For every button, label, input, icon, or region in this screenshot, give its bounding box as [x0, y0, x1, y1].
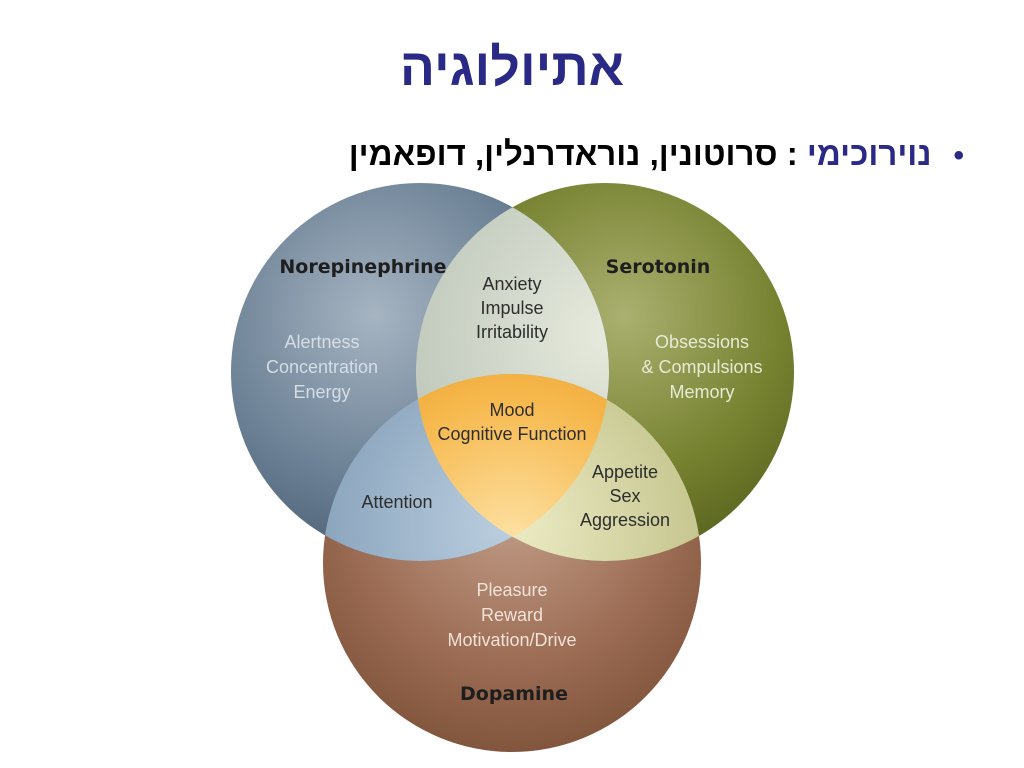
bullet-text: סרוטונין, נוראדרנלין, דופאמין — [348, 135, 778, 172]
norepinephrine-item: Energy — [293, 382, 350, 402]
dopamine-item: Reward — [481, 605, 543, 625]
label-norepinephrine: Norepinephrine — [279, 256, 446, 278]
dopamine-item: Motivation/Drive — [447, 630, 576, 650]
slide-title: אתיולוגיה — [399, 39, 625, 97]
label-serotonin: Serotonin — [606, 256, 711, 278]
center-item: Mood — [489, 400, 534, 420]
overlap-se-da-item: Sex — [609, 486, 640, 506]
bullet-separator: : — [777, 135, 807, 172]
bullet-line: • נוירוכימי : סרוטונין, נוראדרנלין, דופאמ… — [349, 130, 964, 180]
overlap-se-da-item: Aggression — [580, 510, 670, 530]
dopamine-item: Pleasure — [476, 580, 547, 600]
overlap-se-da-item: Appetite — [592, 462, 658, 482]
overlap-ne-se-item: Impulse — [480, 298, 543, 318]
overlap-ne-da-item: Attention — [361, 492, 432, 512]
bullet-icon: • — [953, 139, 964, 172]
serotonin-item: Memory — [669, 382, 734, 402]
norepinephrine-item: Concentration — [266, 357, 378, 377]
overlap-ne-se-item: Irritability — [476, 322, 548, 342]
bullet-term: נוירוכימי — [806, 135, 932, 172]
label-dopamine: Dopamine — [460, 683, 568, 705]
norepinephrine-item: Alertness — [284, 332, 359, 352]
serotonin-item: Obsessions — [655, 332, 749, 352]
overlap-ne-se-item: Anxiety — [482, 274, 541, 294]
center-item: Cognitive Function — [437, 424, 586, 444]
serotonin-item: & Compulsions — [641, 357, 762, 377]
